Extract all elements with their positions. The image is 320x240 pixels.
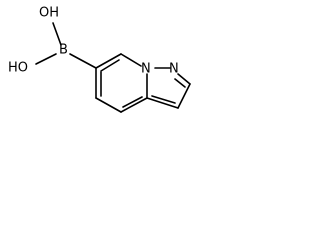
bond-b-oh-top bbox=[52, 22, 62, 46]
bond-c3a-c4-inner bbox=[122, 96, 143, 108]
bond-b-c6 bbox=[69, 53, 97, 69]
hydroxyl-bottom-label: HO bbox=[8, 61, 28, 76]
bond-n2-c2-inner bbox=[174, 78, 186, 88]
bond-c3-c3a bbox=[146, 97, 179, 109]
bond-c4-c5 bbox=[95, 97, 122, 113]
bond-c3a-c4 bbox=[120, 97, 148, 113]
chemical-structure: OH HO B N N bbox=[8, 6, 191, 113]
bond-c3-c3a-inner bbox=[151, 95, 176, 104]
bond-n2-c2 bbox=[177, 73, 191, 85]
bond-c6-c7-inner bbox=[100, 59, 120, 72]
bond-c7-n bbox=[120, 53, 142, 67]
bond-c6-c7 bbox=[95, 53, 122, 69]
bond-b-oh-bottom bbox=[35, 53, 57, 65]
nitrogen-bridge-label: N bbox=[141, 62, 151, 77]
hydroxyl-top-label: OH bbox=[39, 6, 59, 21]
atom-labels: OH HO B N N bbox=[8, 6, 179, 77]
nitrogen-ring-label: N bbox=[169, 62, 179, 77]
bonds bbox=[35, 22, 191, 113]
boron-label: B bbox=[59, 43, 68, 58]
bond-c2-c3 bbox=[177, 83, 191, 109]
